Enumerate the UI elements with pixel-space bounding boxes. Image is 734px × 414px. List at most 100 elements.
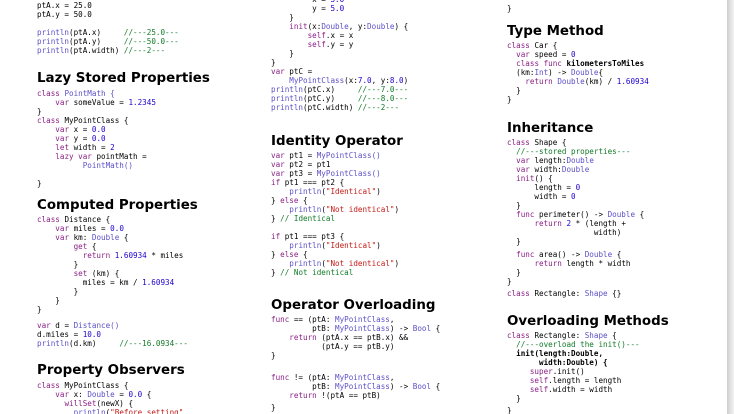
code-line: class Shape {: [507, 138, 566, 147]
code-line: }: [507, 86, 521, 95]
code-token: perimeter() ->: [539, 210, 608, 219]
code-token: speed =: [534, 50, 572, 59]
code-token: [507, 367, 530, 376]
code-token: [507, 147, 516, 156]
code-token: length =: [507, 183, 576, 192]
code-line: println(ptC.x) //---7.0---: [271, 85, 408, 94]
code-token: func: [516, 250, 540, 259]
code-token: ) {: [394, 22, 409, 31]
code-token: //---8.0---: [357, 94, 409, 103]
code-token: !(ptA == ptB): [321, 391, 381, 400]
code-token: miles =: [73, 224, 111, 233]
code-token: }: [37, 260, 79, 269]
code-token: println: [271, 94, 304, 103]
code-token: //---7.0---: [357, 85, 409, 94]
code-token: }: [271, 250, 281, 259]
code-token: width:Double) {: [539, 358, 608, 367]
code-token: != (ptA:: [293, 373, 336, 382]
code-token: var: [55, 98, 74, 107]
code-token: .x = x: [325, 31, 354, 40]
code-token: Distance(): [73, 321, 120, 330]
code-line: class Car {: [507, 41, 557, 50]
code-line: var width:Double: [507, 165, 589, 174]
code-line: }: [37, 296, 60, 305]
code-token: if: [271, 232, 285, 241]
code-line: }: [507, 95, 512, 104]
code-token: (: [105, 408, 111, 414]
code-token: {: [298, 196, 308, 205]
code-line: }: [37, 260, 79, 269]
code-token: x =: [73, 125, 92, 134]
code-token: [271, 31, 308, 40]
code-token: (ptC.y): [303, 94, 358, 103]
code-token: * miles: [146, 251, 184, 260]
code-token: [37, 390, 55, 399]
code-token: }: [271, 58, 276, 67]
code-token: "Not identical": [325, 205, 395, 214]
code-line: x = 3.0: [271, 0, 344, 4]
code-token: Bool: [412, 382, 432, 391]
code-token: pointMath =: [96, 152, 147, 161]
code-line: println(ptA.width) //---2---: [37, 46, 165, 55]
code-token: println: [289, 205, 322, 214]
code-token: [37, 143, 55, 152]
code-line: }: [507, 406, 512, 414]
code-token: [37, 134, 55, 143]
code-token: return: [534, 219, 567, 228]
code-line: println("Not identical"): [271, 205, 399, 214]
code-token: ) ->: [389, 324, 413, 333]
code-line: var miles = 0.0: [37, 224, 124, 233]
code-token: (ptA.width): [69, 46, 124, 55]
code-line: class PointMath {: [37, 89, 115, 98]
code-token: 1.2345: [128, 98, 156, 107]
code-line: class Distance {: [37, 215, 110, 224]
code-line: }: [507, 277, 512, 286]
code-token: "Before setting": [110, 408, 184, 414]
code-token: [37, 408, 74, 414]
code-token: return: [289, 333, 322, 342]
code-token: [37, 233, 55, 242]
code-token: [507, 358, 539, 367]
code-token: else: [280, 196, 299, 205]
section-heading: Property Observers: [37, 363, 185, 378]
code-line: class MyPointClass {: [37, 116, 128, 125]
code-token: Double: [566, 156, 594, 165]
code-token: }: [37, 296, 60, 305]
code-token: .length = length: [548, 376, 622, 385]
code-token: // Not identical: [280, 268, 354, 277]
code-token: var: [271, 169, 290, 178]
code-line: }: [37, 305, 42, 314]
code-line: var d = Distance(): [37, 321, 119, 330]
code-line: if pt1 === pt2 {: [271, 178, 344, 187]
code-token: }: [507, 406, 512, 414]
code-token: ) ->: [548, 68, 572, 77]
code-token: ): [376, 241, 381, 250]
code-token: {: [119, 233, 129, 242]
code-token: }: [271, 268, 281, 277]
code-token: self: [529, 385, 549, 394]
code-line: }: [271, 49, 294, 58]
code-token: //---overload the init()---: [516, 340, 640, 349]
code-token: [37, 224, 55, 233]
code-token: 0.0: [110, 224, 124, 233]
code-token: init: [289, 22, 308, 31]
code-line: lazy var pointMath =: [37, 152, 147, 161]
code-token: MyPointClass {: [64, 381, 129, 390]
code-token: Double: [607, 210, 636, 219]
code-token: [271, 333, 289, 342]
code-token: MyPointClass: [289, 76, 345, 85]
code-token: set: [73, 269, 88, 278]
code-token: class: [37, 89, 65, 98]
code-token: MyPointClass(): [316, 169, 381, 178]
code-token: {: [598, 68, 604, 77]
code-token: width =: [73, 143, 111, 152]
code-line: }: [271, 13, 294, 22]
code-token: 2: [110, 143, 115, 152]
code-token: var: [37, 321, 56, 330]
code-line: func == (ptA: MyPointClass,: [271, 315, 394, 324]
code-token: [507, 59, 516, 68]
code-token: // Identical: [280, 214, 336, 223]
code-token: println: [37, 46, 70, 55]
code-token: Bool: [412, 324, 432, 333]
code-line: self.length = length: [507, 376, 621, 385]
